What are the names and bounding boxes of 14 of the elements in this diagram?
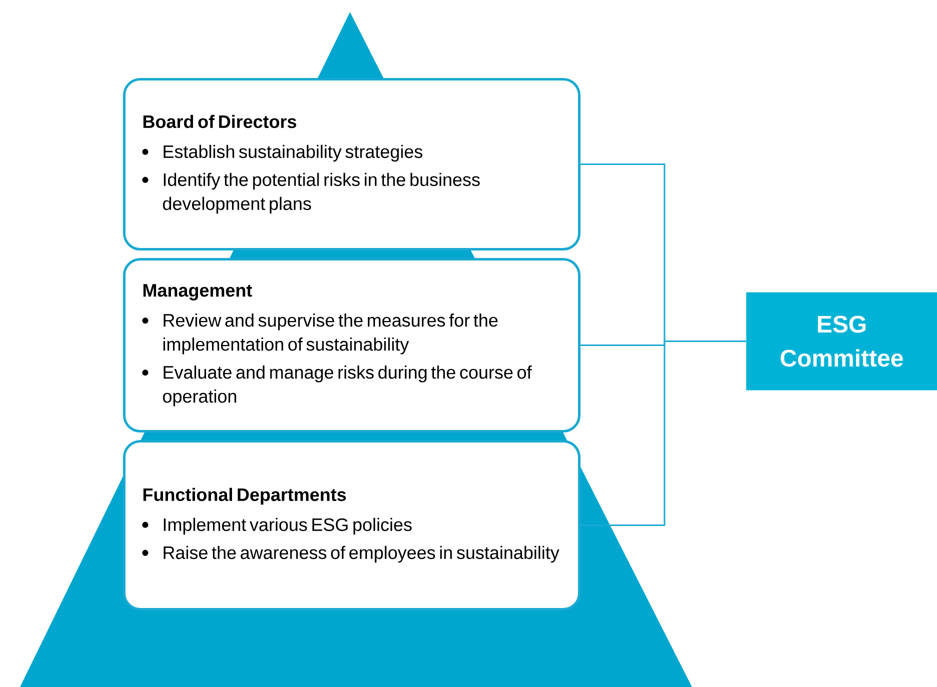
committee-box: ESG Committee bbox=[746, 292, 937, 390]
bullet-item: Identify the potential risks in the business development plans bbox=[142, 172, 480, 214]
bullet-item: Evaluate and manage risks during the course of operation bbox=[142, 366, 532, 406]
rounded-box bbox=[123, 258, 580, 432]
bullet-item: Review and supervise the measures for the implementation of sustainability bbox=[142, 314, 498, 354]
box-heading: Board of Directors bbox=[143, 114, 296, 128]
bullet-item: Establish sustainability strategies bbox=[142, 144, 422, 162]
bullet-item: Implement various ESG policies bbox=[142, 518, 412, 535]
bullet-item: Raise the awareness of employees in sustainability bbox=[142, 546, 560, 563]
connector-line bbox=[580, 340, 746, 526]
rounded-box bbox=[123, 78, 580, 250]
rounded-box bbox=[123, 440, 580, 610]
box-heading: Management bbox=[143, 284, 252, 300]
box-heading: Functional Departments bbox=[143, 488, 346, 505]
